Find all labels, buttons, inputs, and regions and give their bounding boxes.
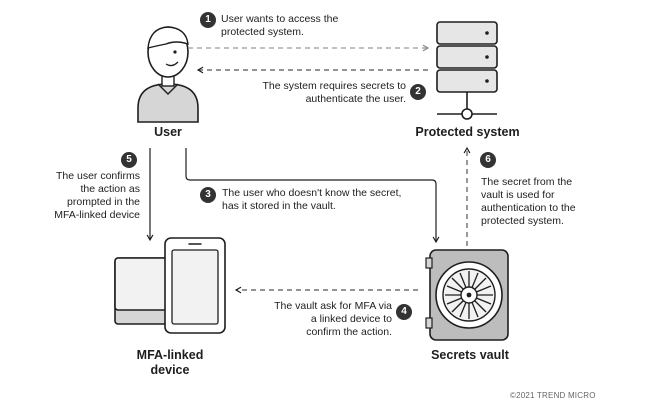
step-5-badge: 5 [121,152,137,168]
step-5-text: The user confirms the action as prompted… [54,170,140,221]
user-icon [137,26,199,123]
step-2-text: The system requires secrets to authentic… [262,80,406,105]
device-icon [114,237,226,334]
user-label: User [154,125,182,139]
step-6-text: The secret from the vault is used for au… [481,176,576,227]
step-4-text: The vault ask for MFA via a linked devic… [274,300,392,338]
step-1-badge: 1 [200,12,216,28]
vault-icon [425,249,509,341]
step-4-badge: 4 [396,304,412,320]
copyright-text: ©2021 TREND MICRO [510,391,596,400]
step-1-text: User wants to access the protected syste… [221,13,339,38]
step-3-text: The user who doesn't know the secret, ha… [222,187,402,212]
step-2-badge: 2 [410,84,426,100]
step-3-badge: 3 [200,187,216,203]
secrets-vault-label: Secrets vault [431,348,509,362]
step-6-badge: 6 [480,152,496,168]
arrow-step-3 [185,148,440,244]
protected-system-label: Protected system [415,125,520,139]
server-icon [436,21,498,120]
mfa-device-label: MFA-linked device [136,348,204,377]
